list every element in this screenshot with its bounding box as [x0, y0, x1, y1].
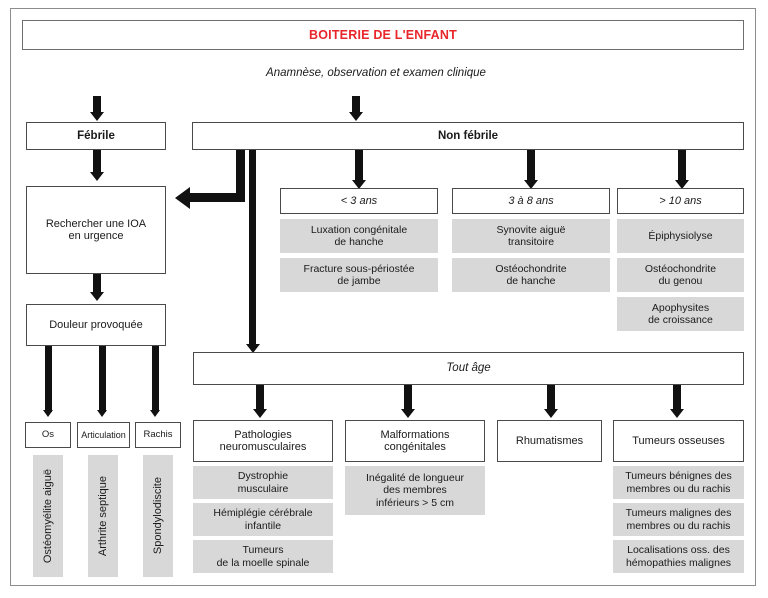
item-tumeurs-malignes: Tumeurs malignes des membres ou du rachi… [613, 503, 744, 536]
node-rechercher-ioa-line1: Rechercher une IOA [45, 217, 147, 230]
node-febrile[interactable]: Fébrile [26, 122, 166, 150]
node-site-rachis[interactable]: Rachis [135, 422, 181, 448]
item-spondylodiscite-label: Spondylodiscite [151, 477, 164, 555]
item-tumeurs-moelle-spinale: Tumeurs de la moelle spinale [193, 540, 333, 573]
item-arthrite-septique-label: Arthrite septique [96, 475, 109, 557]
node-rechercher-ioa-line2: en urgence [68, 230, 124, 242]
node-age-over10[interactable]: > 10 ans [617, 188, 744, 214]
node-age-under3[interactable]: < 3 ans [280, 188, 438, 214]
diagram-title-text: BOITERIE DE L'ENFANT [309, 28, 457, 42]
item-dystrophie-musculaire: Dystrophie musculaire [193, 466, 333, 499]
item-luxation-congenitale: Luxation congénitale de hanche [280, 219, 438, 253]
item-localisations-osseuses-hemopathies: Localisations oss. des hémopathies malig… [613, 540, 744, 573]
item-osteomyelite-aigue: Ostéomyélite aiguë [33, 455, 63, 577]
node-malformations-congenitales[interactable]: Malformations congénitales [345, 420, 485, 462]
node-tout-age[interactable]: Tout âge [193, 352, 744, 385]
diagram-title-box: BOITERIE DE L'ENFANT [22, 20, 744, 50]
item-fracture-sous-periostee: Fracture sous-périostée de jambe [280, 258, 438, 292]
node-rhumatismes[interactable]: Rhumatismes [497, 420, 602, 462]
item-apophysites-de-croissance: Apophysites de croissance [617, 297, 744, 331]
node-rechercher-ioa[interactable]: Rechercher une IOA en urgence [26, 186, 166, 274]
item-arthrite-septique: Arthrite septique [88, 455, 118, 577]
node-douleur-provoquee[interactable]: Douleur provoquée [26, 304, 166, 346]
node-site-os[interactable]: Os [25, 422, 71, 448]
item-inegalite-longueur-membres: Inégalité de longueur des membres inféri… [345, 466, 485, 515]
item-osteochondrite-de-hanche: Ostéochondrite de hanche [452, 258, 610, 292]
node-pathologies-neuromusculaires[interactable]: Pathologies neuromusculaires [193, 420, 333, 462]
node-tumeurs-osseuses[interactable]: Tumeurs osseuses [613, 420, 744, 462]
item-spondylodiscite: Spondylodiscite [143, 455, 173, 577]
item-osteochondrite-du-genou: Ostéochondrite du genou [617, 258, 744, 292]
item-osteomyelite-aigue-label: Ostéomyélite aiguë [41, 468, 54, 564]
item-epiphysiolyse: Épiphysiolyse [617, 219, 744, 253]
node-age-3to8[interactable]: 3 à 8 ans [452, 188, 610, 214]
diagram-subtitle: Anamnèse, observation et examen clinique [266, 67, 486, 79]
node-site-articulation[interactable]: Articulation [77, 422, 130, 448]
item-synovite-aigue-transitoire: Synovite aiguë transitoire [452, 219, 610, 253]
item-hemiplegie-cerebrale-infantile: Hémiplégie cérébrale infantile [193, 503, 333, 536]
node-non-febrile[interactable]: Non fébrile [192, 122, 744, 150]
item-tumeurs-benignes: Tumeurs bénignes des membres ou du rachi… [613, 466, 744, 499]
